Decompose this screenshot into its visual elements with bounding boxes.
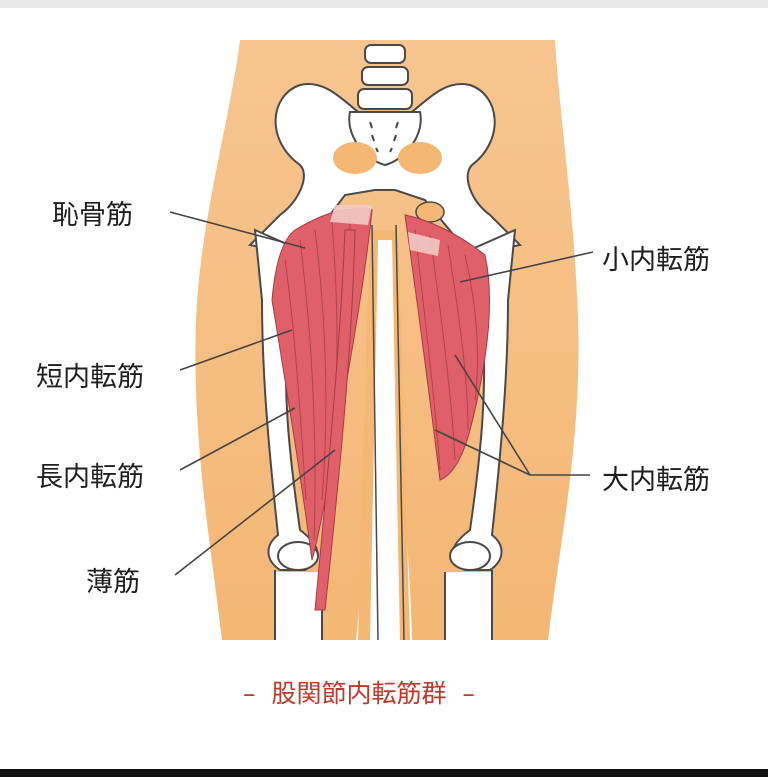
label-adductor-minimus: 小内転筋: [602, 245, 710, 276]
caption-dash-right: –: [462, 679, 475, 708]
bottom-bar: [0, 769, 768, 777]
label-adductor-longus: 長内転筋: [36, 462, 144, 493]
leader-lines: [169, 211, 594, 576]
gracilis-muscle: [314, 229, 356, 611]
label-adductor-magnus: 大内転筋: [602, 465, 710, 496]
caption: – 股関節内転筋群 –: [243, 674, 475, 710]
spine: [357, 44, 413, 110]
label-pectineus: 恥骨筋: [52, 200, 133, 231]
caption-dash-left: –: [243, 679, 256, 708]
label-adductor-brevis: 短内転筋: [36, 362, 144, 393]
top-bar: [0, 0, 768, 8]
label-gracilis: 薄筋: [86, 567, 140, 598]
right-adductor-muscles: [404, 214, 491, 481]
caption-text: 股関節内転筋群: [271, 679, 447, 708]
